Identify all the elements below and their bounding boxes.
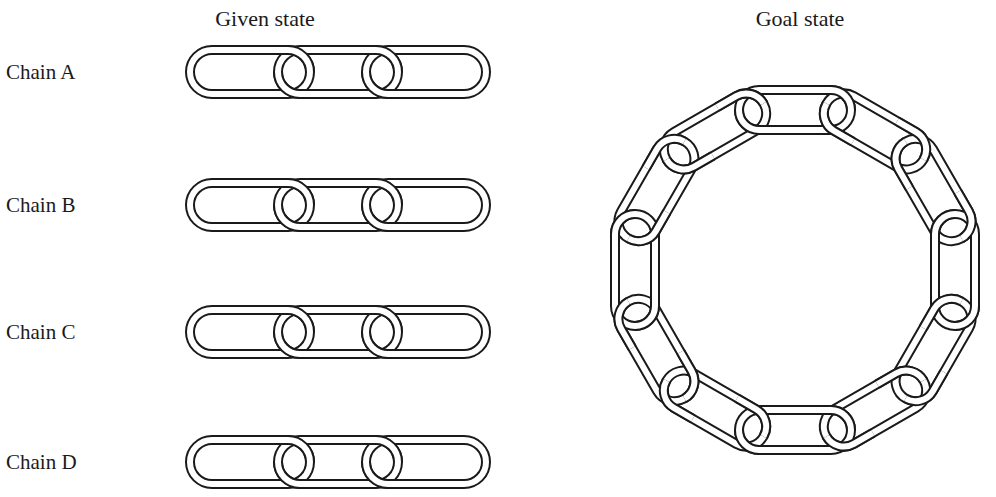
chain-link [935, 214, 975, 326]
chain-link [888, 292, 979, 409]
chain-link [657, 363, 774, 454]
chain-link [935, 214, 975, 326]
chain-link [739, 410, 851, 450]
chain-link [615, 214, 655, 326]
chain-label: Chain C [6, 322, 75, 343]
chain-link [657, 363, 774, 454]
chain-link [657, 363, 774, 454]
chain-link [366, 183, 486, 227]
chain-link [611, 132, 702, 249]
chain-link [817, 86, 934, 177]
chain-link [611, 132, 702, 249]
chain-link [366, 50, 486, 94]
chain-link [739, 90, 851, 130]
chain-link [817, 86, 934, 177]
chain-link [739, 410, 851, 450]
chain-link [366, 310, 486, 354]
chain-label: Chain D [6, 452, 77, 473]
chain-link [615, 214, 655, 326]
panel-heading: Given state [215, 8, 315, 30]
panel-heading: Goal state [756, 8, 845, 30]
chain-label: Chain B [6, 195, 75, 216]
chain-link [366, 440, 486, 484]
chain-link [888, 292, 979, 409]
chain-label: Chain A [6, 62, 75, 83]
chain-link [817, 86, 934, 177]
chain-link [888, 292, 979, 409]
chain-link [611, 132, 702, 249]
